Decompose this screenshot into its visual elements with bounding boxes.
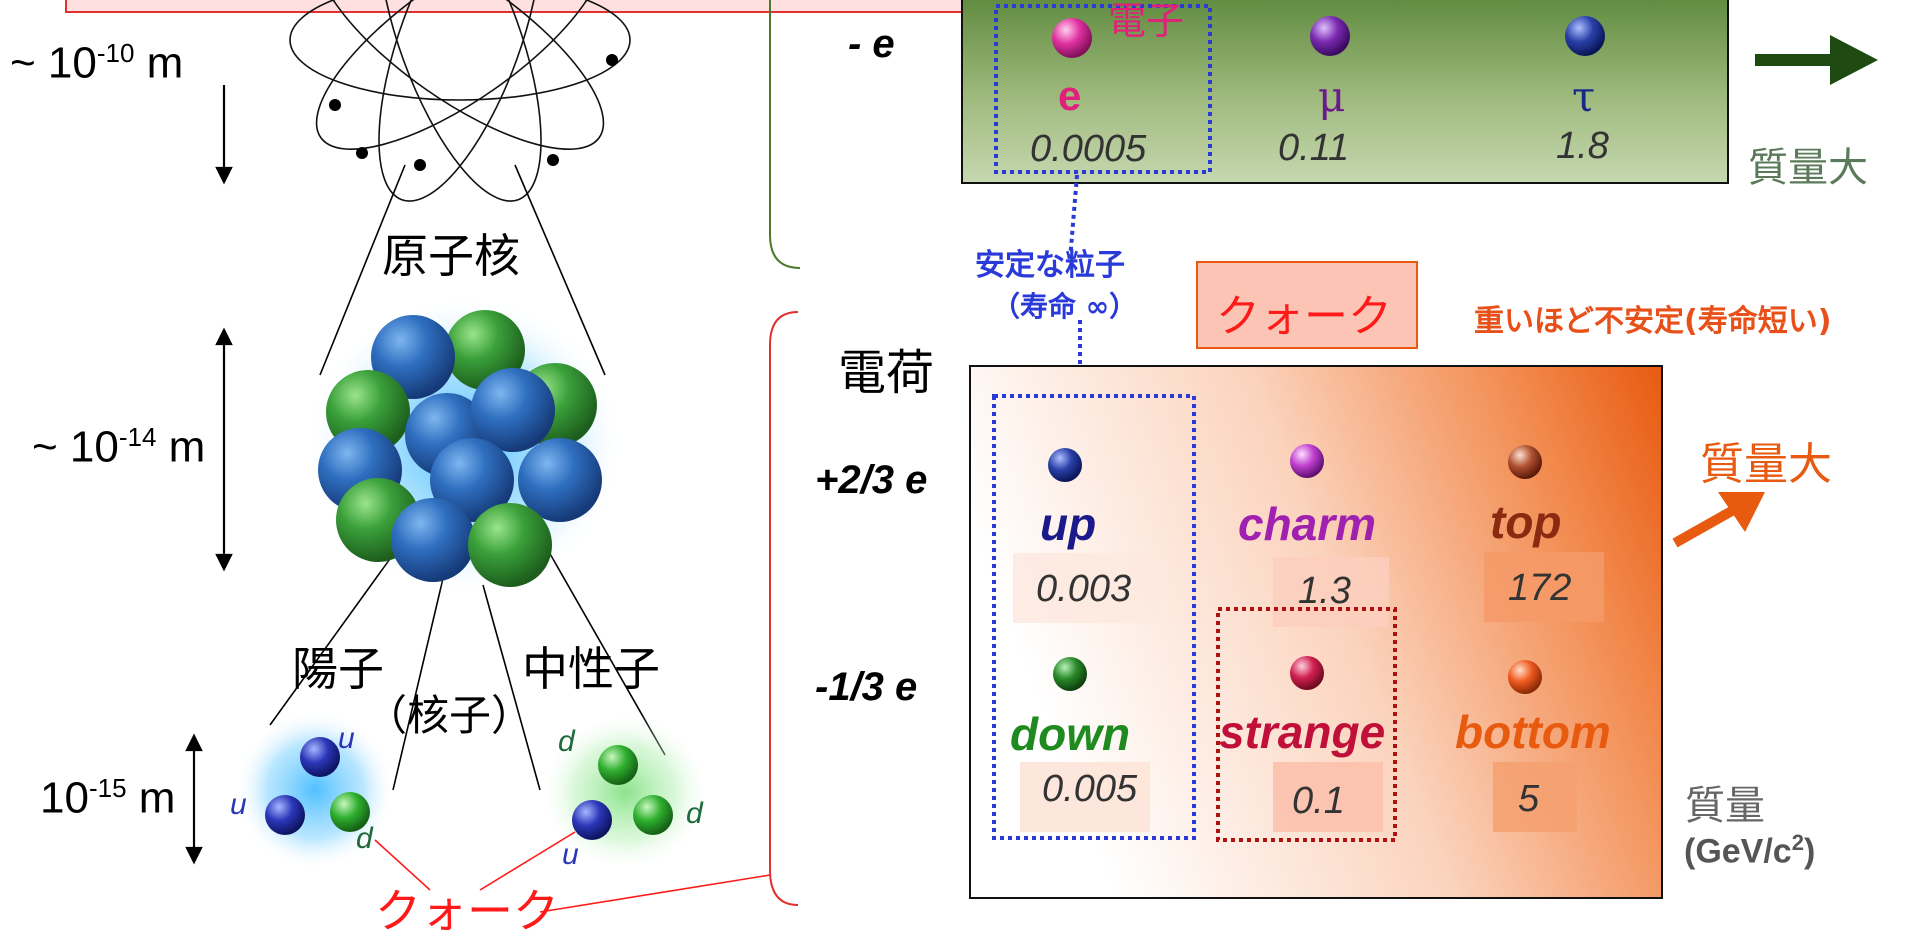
- stable-note-line2: （寿命 ∞）: [992, 285, 1137, 325]
- proton-quark-3: d: [356, 822, 373, 856]
- quark-mass-top: 172: [1508, 567, 1571, 610]
- quark-mass-bottom: 5: [1518, 778, 1539, 821]
- charge-down-type: -1/3 e: [815, 665, 917, 710]
- proton-quark-1: u: [338, 722, 355, 756]
- charge-up-type: +2/3 e: [815, 458, 927, 503]
- quark-mass-arrow: [1675, 492, 1765, 543]
- quark-label-left: クォーク: [375, 875, 559, 941]
- quark-name-strange: strange: [1219, 705, 1385, 759]
- lepton-charge: - e: [848, 22, 895, 67]
- quark-name-top: top: [1490, 495, 1562, 549]
- lepton-mass-mu: 0.11: [1278, 127, 1349, 170]
- stable-note-line1: 安定な粒子: [975, 240, 1125, 284]
- atom-electrons: [329, 54, 618, 171]
- neutron-quark-2: d: [686, 797, 703, 831]
- neutron-label: 中性子: [522, 633, 660, 699]
- mass-axis-label: 質量: [1685, 773, 1765, 831]
- atom-orbits: [286, 0, 633, 220]
- lepton-bracket: [770, 0, 800, 268]
- scale-arrows: [187, 85, 231, 862]
- quark-name-down: down: [1010, 707, 1130, 761]
- quark-title: クォーク: [1216, 280, 1392, 344]
- lepton-symbol-tau: τ: [1572, 72, 1595, 121]
- lepton-symbol-mu: μ: [1318, 72, 1345, 121]
- nucleus-label: 原子核: [382, 220, 520, 286]
- quark-mass-down: 0.005: [1042, 768, 1137, 811]
- neutron-quark-3: u: [562, 838, 579, 872]
- quark-unstable-note: 重いほど不安定(寿命短い): [1474, 296, 1831, 340]
- mass-unit-label: (GeV/c2): [1684, 830, 1815, 871]
- scale-nucleon-label: 10-15 m: [40, 773, 175, 824]
- quark-mass-up: 0.003: [1036, 568, 1131, 611]
- lepton-mass-tau: 1.8: [1556, 125, 1609, 168]
- scale-nucleus-label: ~ 10-14 m: [32, 422, 205, 473]
- lepton-mass-e: 0.0005: [1030, 128, 1146, 171]
- quark-name-charm: charm: [1238, 497, 1376, 551]
- charge-header: 電荷: [838, 333, 934, 403]
- electron-tag: 電子: [1108, 0, 1184, 45]
- nucleon-label: （核子）: [365, 682, 533, 743]
- quark-mass-charm: 1.3: [1298, 570, 1351, 613]
- quark-bracket: [770, 312, 798, 905]
- quark-mass-large: 質量大: [1700, 428, 1832, 492]
- lepton-symbol-e: e: [1058, 72, 1081, 120]
- quark-mass-strange: 0.1: [1292, 780, 1345, 823]
- quark-name-bottom: bottom: [1455, 705, 1611, 759]
- quark-name-up: up: [1040, 497, 1096, 551]
- proton-quark-2: u: [230, 788, 247, 822]
- neutron-quark-1: d: [558, 725, 575, 759]
- scale-atom-label: ~ 10-10 m: [10, 38, 183, 89]
- lepton-mass-large: 質量大: [1748, 135, 1868, 193]
